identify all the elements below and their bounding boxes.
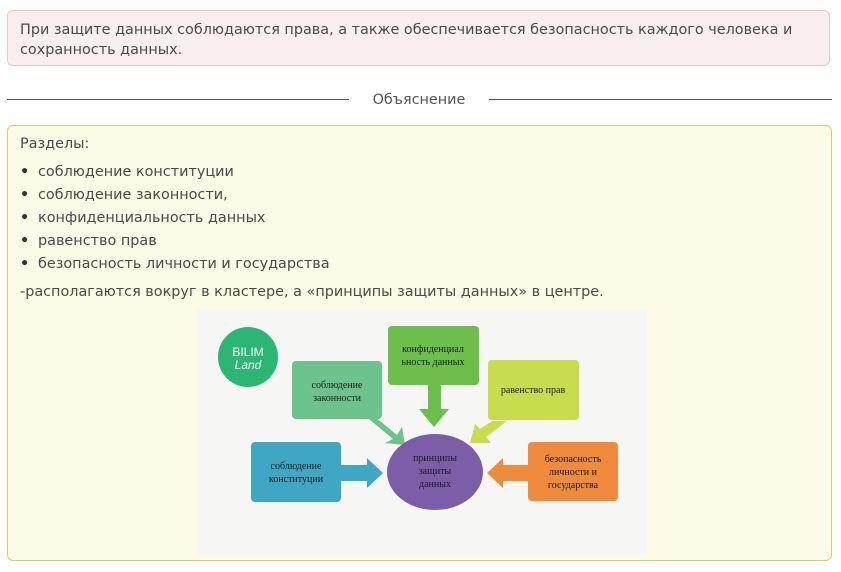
arrow-confidentiality-shape — [419, 385, 449, 427]
arrow-from-security — [487, 458, 529, 488]
list-item: • равенство прав — [20, 232, 330, 255]
node-constitution-line2: конституции — [269, 474, 324, 485]
node-security-line1: безопасность — [545, 454, 602, 465]
list-item: • безопасность личности и государства — [20, 255, 330, 278]
sections-heading: Разделы: — [20, 136, 90, 152]
arrow-from-confidentiality — [419, 385, 449, 427]
arrow-from-constitution — [339, 458, 383, 488]
logo-text-line1: BILIM — [232, 345, 263, 359]
center-ellipse — [387, 434, 483, 510]
answer-feedback-box: При защите данных соблюдаются права, а т… — [7, 10, 830, 66]
list-item-text: равенство прав — [38, 233, 157, 249]
arrow-legality-shape — [357, 417, 405, 445]
cluster-diagram-svg: BILIM Land принципы за — [218, 326, 618, 510]
node-legality-line2: законности — [313, 393, 362, 404]
node-security-box — [528, 442, 618, 501]
node-constitution-box — [251, 442, 341, 502]
center-text-line1: принципы — [413, 453, 457, 464]
bullet-icon: • — [20, 233, 30, 249]
node-confidentiality-line1: конфиденциал — [402, 344, 464, 355]
arrow-from-equality — [470, 421, 507, 443]
list-item-text: соблюдение конституции — [38, 164, 234, 180]
node-legality-line1: соблюдение — [312, 380, 363, 391]
node-equality-line1: равенство прав — [501, 385, 566, 396]
arrow-security-shape — [487, 458, 529, 488]
sections-list: • соблюдение конституции • соблюдение зако… — [20, 163, 330, 278]
arrow-equality-shape — [470, 421, 507, 443]
list-item-text: конфиденциальность данных — [38, 210, 266, 226]
explanation-divider-label: Объяснение — [372, 92, 466, 108]
node-constitution: соблюдение конституции — [251, 442, 341, 502]
list-item: • соблюдение законности, — [20, 186, 330, 209]
logo-text-line2: Land — [235, 358, 262, 372]
cluster-diagram-image: BILIM Land принципы за — [197, 309, 647, 554]
center-text-line3: данных — [419, 479, 451, 490]
center-text-line2: защиты — [419, 466, 452, 477]
logo-circle — [218, 327, 278, 387]
arrow-from-legality — [357, 417, 405, 445]
node-confidentiality-box — [388, 326, 479, 385]
center-principles-node: принципы защиты данных — [387, 434, 483, 510]
conclusion-text: -располагаются вокруг в кластере, а «при… — [20, 284, 604, 300]
node-legality: соблюдение законности — [292, 361, 382, 419]
list-item: • конфиденциальность данных — [20, 209, 330, 232]
answer-text: При защите данных соблюдаются права, а т… — [20, 22, 793, 58]
node-equality-box — [488, 360, 579, 420]
bullet-icon: • — [20, 187, 30, 203]
node-equality: равенство прав — [488, 360, 579, 420]
bullet-icon: • — [20, 164, 30, 180]
bilim-land-logo: BILIM Land — [218, 327, 278, 387]
node-security: безопасность личности и государства — [528, 442, 618, 501]
explanation-box: Разделы: • соблюдение конституции • соблюд… — [7, 125, 832, 561]
list-item: • соблюдение конституции — [20, 163, 330, 186]
list-item-text: безопасность личности и государства — [38, 256, 330, 272]
node-confidentiality: конфиденциал ьность данных — [388, 326, 479, 385]
node-security-line2: личности и — [549, 467, 598, 478]
node-constitution-line1: соблюдение — [271, 461, 322, 472]
arrow-constitution-shape — [339, 458, 383, 488]
divider-line-left — [7, 99, 349, 100]
node-legality-box — [292, 361, 382, 419]
bullet-icon: • — [20, 210, 30, 226]
divider-line-right — [489, 99, 832, 100]
bullet-icon: • — [20, 256, 30, 272]
node-security-line3: государства — [548, 480, 599, 491]
node-confidentiality-line2: ьность данных — [402, 357, 465, 368]
list-item-text: соблюдение законности, — [38, 187, 228, 203]
